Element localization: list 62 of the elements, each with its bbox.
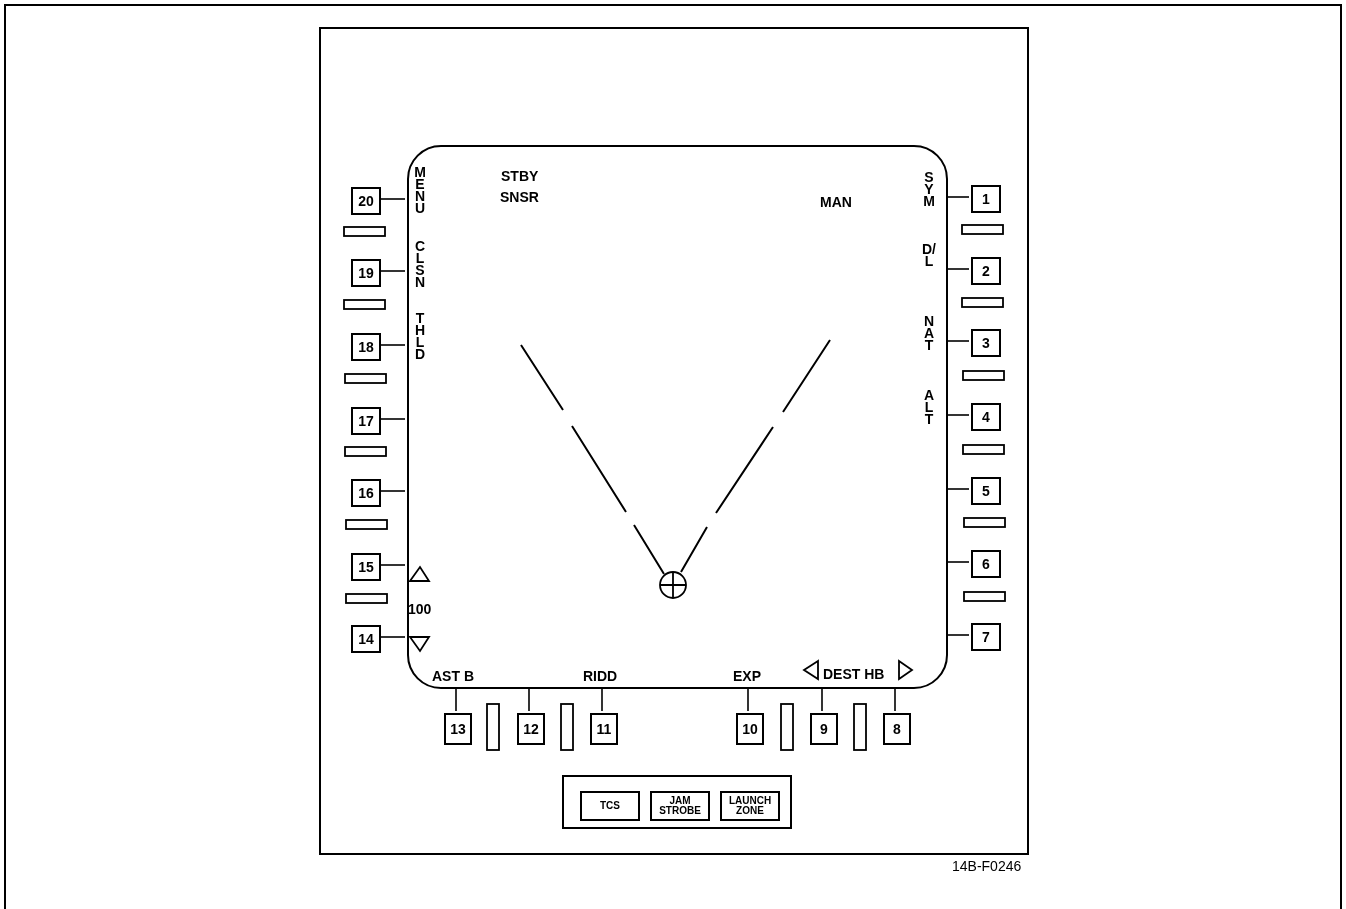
pushbutton-number-box: 14	[351, 625, 381, 653]
pushbutton-number-box: 9	[810, 713, 838, 745]
leader-line	[601, 686, 603, 712]
pushbutton-number-box: 19	[351, 259, 381, 287]
display-legend-text: CLSN	[413, 240, 427, 288]
display-legend-text: MENU	[413, 166, 427, 214]
pushbutton-number-box: 1	[971, 185, 1001, 213]
display-legend-text: RIDD	[583, 668, 618, 684]
leader-line	[378, 418, 406, 420]
display-legend-text: EXP	[733, 668, 761, 684]
pushbutton-number-box: 18	[351, 333, 381, 361]
leader-line	[378, 198, 406, 200]
leader-line	[945, 268, 970, 270]
leader-line	[378, 564, 406, 566]
display-legend-text: SNSR	[500, 189, 539, 205]
leader-line	[378, 270, 406, 272]
pushbutton-number-box: 5	[971, 477, 1001, 505]
display-legend-text: SYM	[922, 171, 936, 207]
pushbutton-number-box: 2	[971, 257, 1001, 285]
pushbutton-number-box: 4	[971, 403, 1001, 431]
pushbutton-number-box: 13	[444, 713, 472, 745]
display-legend-text: AST B	[432, 668, 474, 684]
pushbutton-number-box: 3	[971, 329, 1001, 357]
leader-line	[945, 414, 970, 416]
leader-line	[528, 686, 530, 712]
pushbutton-number-box: 15	[351, 553, 381, 581]
leader-line	[945, 561, 970, 563]
pushbutton-number-box: 11	[590, 713, 618, 745]
leader-line	[821, 686, 823, 712]
control-panel	[562, 775, 792, 829]
pushbutton-number-box: 20	[351, 187, 381, 215]
display-legend-text: THLD	[413, 312, 427, 360]
leader-line	[455, 686, 457, 712]
pushbutton-number-box: 10	[736, 713, 764, 745]
pushbutton-number-box: 7	[971, 623, 1001, 651]
leader-line	[945, 488, 970, 490]
pushbutton-number-box: 17	[351, 407, 381, 435]
panel-button: TCS	[580, 791, 640, 821]
leader-line	[378, 636, 406, 638]
leader-line	[378, 490, 406, 492]
display-bezel	[319, 27, 1029, 855]
display-legend-text: STBY	[501, 168, 539, 184]
figure-number: 14B-F0246	[952, 858, 1022, 874]
leader-line	[945, 196, 970, 198]
display-legend-text: DEST HB	[823, 666, 885, 682]
panel-button: JAM STROBE	[650, 791, 710, 821]
display-legend-text: 100	[408, 601, 432, 617]
pushbutton-number-box: 12	[517, 713, 545, 745]
pushbutton-number-box: 6	[971, 550, 1001, 578]
display-legend-text: MAN	[820, 194, 852, 210]
display-legend-text: ALT	[922, 389, 936, 425]
leader-line	[378, 344, 406, 346]
display-screen	[407, 145, 948, 689]
display-legend-text: NAT	[922, 315, 936, 351]
pushbutton-number-box: 16	[351, 479, 381, 507]
pushbutton-number-box: 8	[883, 713, 911, 745]
leader-line	[945, 340, 970, 342]
panel-button: LAUNCH ZONE	[720, 791, 780, 821]
display-legend-text: D/L	[922, 243, 936, 267]
leader-line	[894, 686, 896, 712]
leader-line	[945, 634, 970, 636]
leader-line	[747, 686, 749, 712]
